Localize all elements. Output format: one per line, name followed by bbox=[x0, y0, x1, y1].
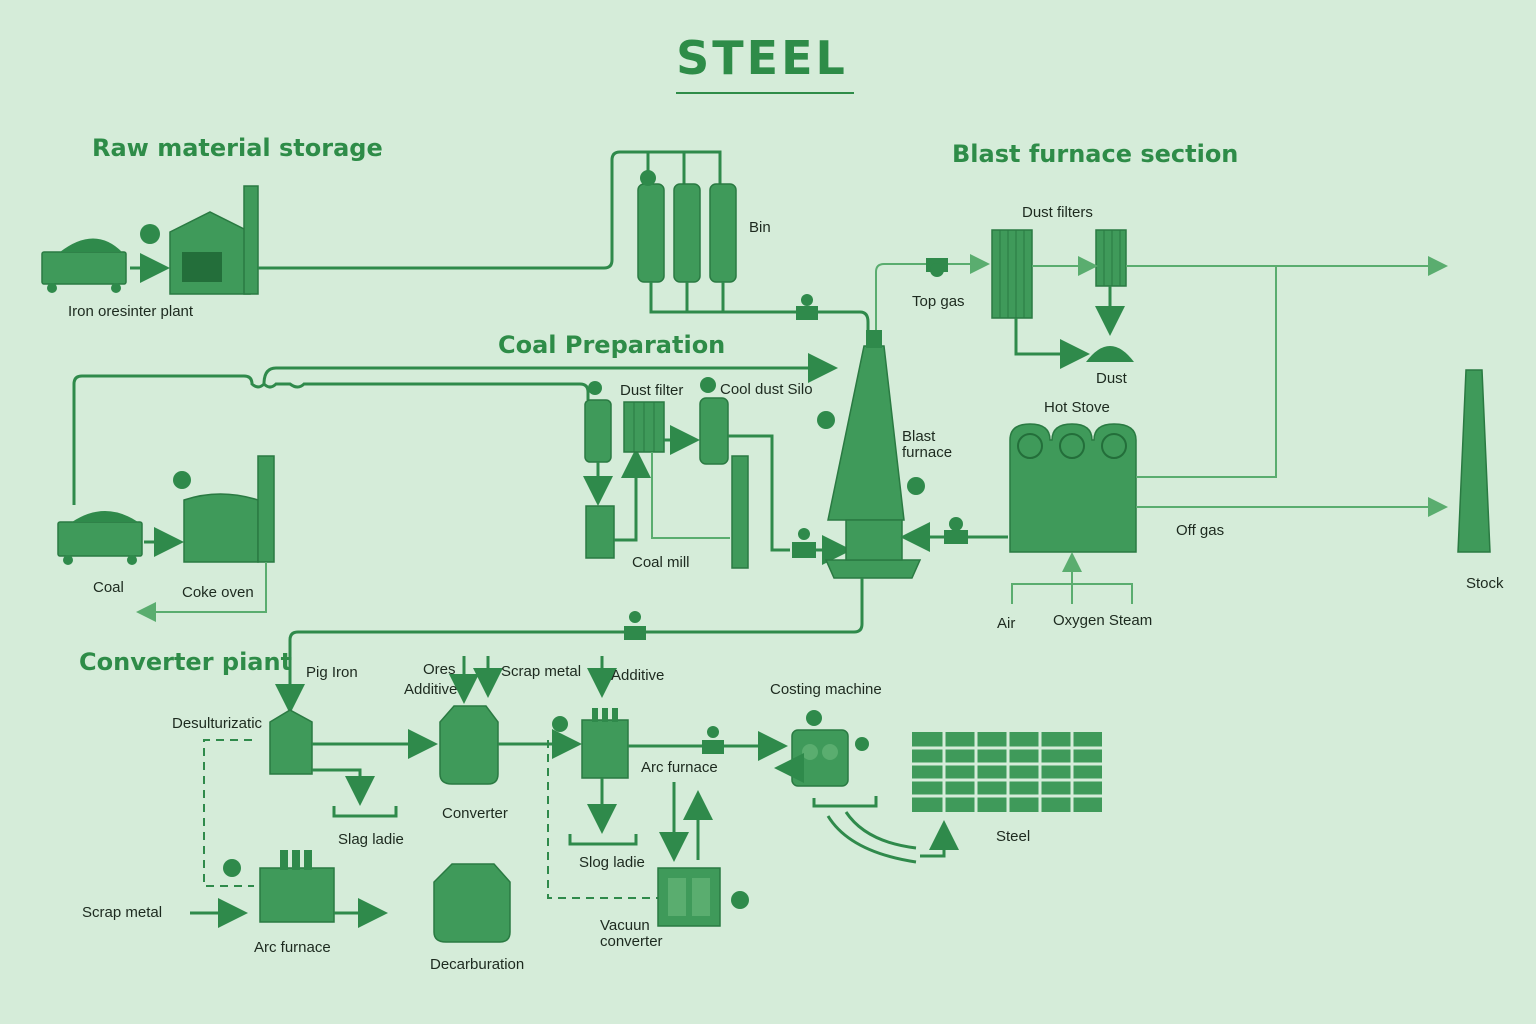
section-blast-furnace: Blast furnace section bbox=[952, 140, 1238, 168]
arc-furnace-low bbox=[223, 850, 335, 923]
label-top-gas: Top gas bbox=[912, 293, 965, 310]
label-dust-filters: Dust filters bbox=[1022, 204, 1093, 221]
label-off-gas: Off gas bbox=[1176, 522, 1224, 539]
label-additive-2: Additive bbox=[611, 667, 664, 684]
label-steel: Steel bbox=[996, 828, 1030, 845]
arc-furnace-mid bbox=[552, 708, 629, 779]
label-blast-furnace-2: furnace bbox=[902, 444, 952, 461]
label-dust: Dust bbox=[1096, 370, 1128, 387]
sinter-plant bbox=[140, 185, 259, 295]
bin-silos bbox=[637, 170, 737, 283]
label-stock: Stock bbox=[1466, 575, 1504, 592]
desulfurization-vessel bbox=[269, 709, 313, 775]
hot-blast-valve bbox=[944, 517, 968, 544]
label-slag-ladle-1: Slag ladie bbox=[338, 831, 404, 848]
steel-slabs bbox=[912, 732, 1102, 812]
converter-vessel bbox=[439, 705, 499, 785]
coal-mill bbox=[585, 505, 615, 559]
injection-valve bbox=[792, 528, 816, 558]
label-arc-furnace-low: Arc furnace bbox=[254, 939, 331, 956]
label-air: Air bbox=[997, 615, 1015, 632]
page-title: STEEL bbox=[676, 31, 848, 85]
label-oxygen-steam: Oxygen Steam bbox=[1053, 612, 1152, 629]
label-slag-ladle-2: Slog ladie bbox=[579, 854, 645, 871]
coal-prep-stack bbox=[731, 455, 749, 569]
label-additive-1: Additive bbox=[404, 681, 457, 698]
label-hot-stove: Hot Stove bbox=[1044, 399, 1110, 416]
label-vacuum-2: converter bbox=[600, 933, 663, 950]
label-bin: Bin bbox=[749, 219, 771, 236]
bin-valve bbox=[796, 294, 818, 320]
hot-blast-fan-icon bbox=[907, 477, 925, 495]
dust-pile bbox=[1086, 346, 1134, 362]
label-vacuum-1: Vacuun bbox=[600, 917, 650, 934]
label-scrap-metal-left: Scrap metal bbox=[82, 904, 162, 921]
vacuum-converter bbox=[657, 867, 749, 927]
label-scrap-metal-top: Scrap metal bbox=[501, 663, 581, 680]
label-pig-iron: Pig Iron bbox=[306, 664, 358, 681]
section-coal-preparation: Coal Preparation bbox=[498, 331, 725, 359]
label-blast-furnace-1: Blast bbox=[902, 428, 936, 445]
casting-valve bbox=[702, 726, 724, 754]
top-gas-valve bbox=[926, 258, 948, 277]
label-casting-machine: Costing machine bbox=[770, 681, 882, 698]
label-dust-filter: Dust filter bbox=[620, 382, 683, 399]
dust-filters bbox=[991, 229, 1127, 319]
label-ores: Ores bbox=[423, 661, 456, 678]
chimney-stack bbox=[1457, 369, 1491, 553]
section-raw-material: Raw material storage bbox=[92, 134, 383, 162]
slag-ladle-2 bbox=[568, 834, 638, 846]
casting-machine bbox=[791, 710, 878, 808]
hot-stove bbox=[1009, 423, 1137, 553]
tap-valve bbox=[624, 611, 646, 640]
cool-dust-silo bbox=[699, 377, 729, 465]
section-converter: Converter piant bbox=[79, 648, 292, 676]
coal-wagon bbox=[57, 511, 143, 565]
label-coal: Coal bbox=[93, 579, 124, 596]
label-cool-dust-silo: Cool dust Silo bbox=[720, 381, 813, 398]
label-coke-oven: Coke oven bbox=[182, 584, 254, 601]
label-decarburation: Decarburation bbox=[430, 956, 524, 973]
slag-ladle-1 bbox=[332, 806, 398, 818]
label-iron-ore-sinter: Iron oresinter plant bbox=[68, 303, 194, 320]
ore-wagon bbox=[41, 238, 127, 293]
blower-icon bbox=[817, 411, 835, 429]
label-arc-furnace-mid: Arc furnace bbox=[641, 759, 718, 776]
label-desulfurization: Desulturizatic bbox=[172, 715, 263, 732]
coke-oven bbox=[173, 455, 275, 563]
dust-filter bbox=[623, 401, 665, 453]
decarburation-vessel bbox=[433, 863, 511, 943]
label-converter: Converter bbox=[442, 805, 508, 822]
label-coal-mill: Coal mill bbox=[632, 554, 690, 571]
